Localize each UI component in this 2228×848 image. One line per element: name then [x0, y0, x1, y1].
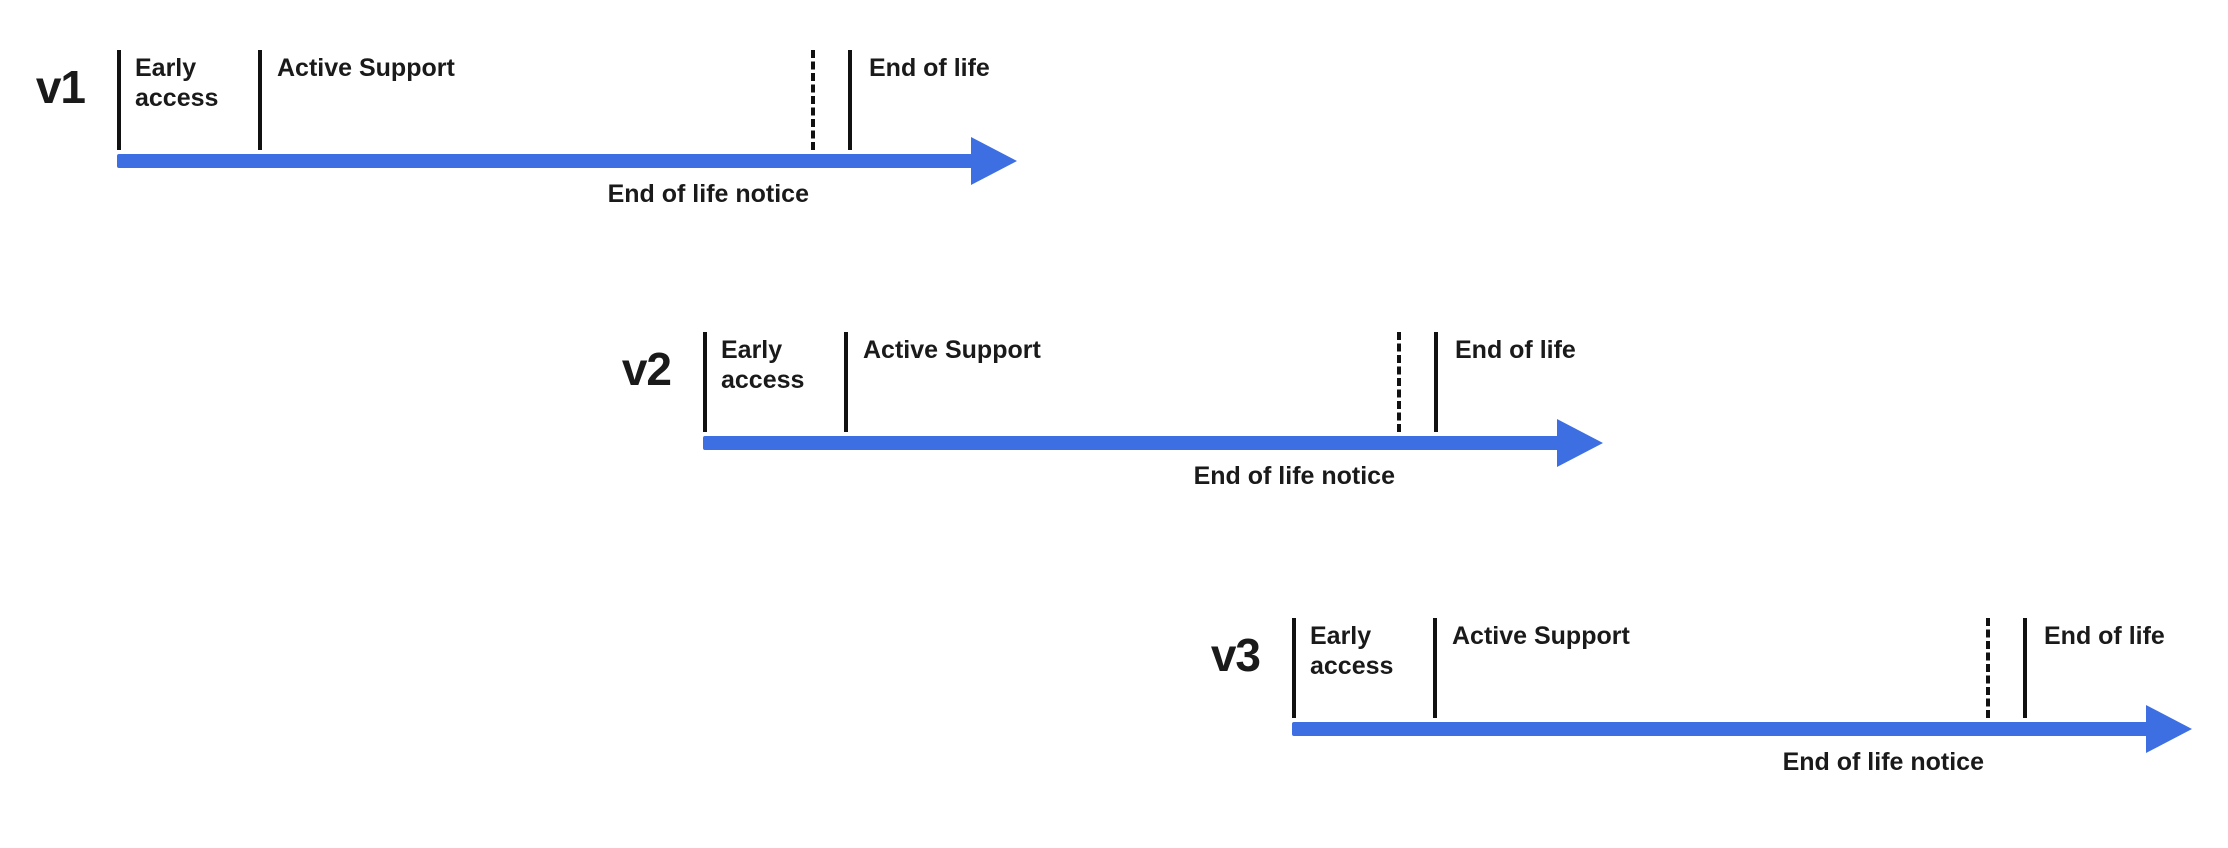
end-of-life-tick [2023, 618, 2027, 718]
eol-notice-label: End of life notice [607, 180, 809, 208]
timeline-v2: v2 Early access Active Support End of li… [622, 332, 1663, 562]
eol-notice-label: End of life notice [1193, 462, 1395, 490]
active-support-start-tick [844, 332, 848, 432]
active-support-label: Active Support [863, 336, 1041, 364]
timeline-arrow-shaft [1292, 722, 2150, 736]
version-label: v3 [1210, 629, 1261, 681]
eol-notice-dashed-tick [1397, 332, 1401, 432]
active-support-label: Active Support [277, 54, 455, 82]
timeline-start-tick [117, 50, 121, 150]
eol-notice-dashed-tick [1986, 618, 1990, 718]
timeline-start-tick [1292, 618, 1296, 718]
end-of-life-label: End of life [2044, 622, 2165, 650]
timeline-arrow-shaft [703, 436, 1561, 450]
release-lifecycle-diagram: v1 Early access Active Support End of li… [36, 50, 2192, 776]
timeline-arrow-head [971, 137, 1017, 185]
early-access-label: Early access [721, 336, 805, 394]
timeline-v1: v1 Early access Active Support End of li… [36, 50, 1077, 280]
timeline-arrow-shaft [117, 154, 975, 168]
early-access-label: Early access [135, 54, 219, 112]
active-support-start-tick [1433, 618, 1437, 718]
timeline-arrow-head [2146, 705, 2192, 753]
active-support-start-tick [258, 50, 262, 150]
timeline-arrow-head [1557, 419, 1603, 467]
eol-notice-dashed-tick [811, 50, 815, 150]
end-of-life-label: End of life [869, 54, 990, 82]
end-of-life-tick [848, 50, 852, 150]
early-access-label: Early access [1310, 622, 1394, 680]
end-of-life-label: End of life [1455, 336, 1576, 364]
active-support-label: Active Support [1452, 622, 1630, 650]
version-label: v1 [35, 61, 86, 113]
timeline-v3: v3 Early access Active Support End of li… [1211, 618, 2228, 848]
timeline-start-tick [703, 332, 707, 432]
eol-notice-label: End of life notice [1782, 748, 1984, 776]
end-of-life-tick [1434, 332, 1438, 432]
version-label: v2 [621, 343, 672, 395]
